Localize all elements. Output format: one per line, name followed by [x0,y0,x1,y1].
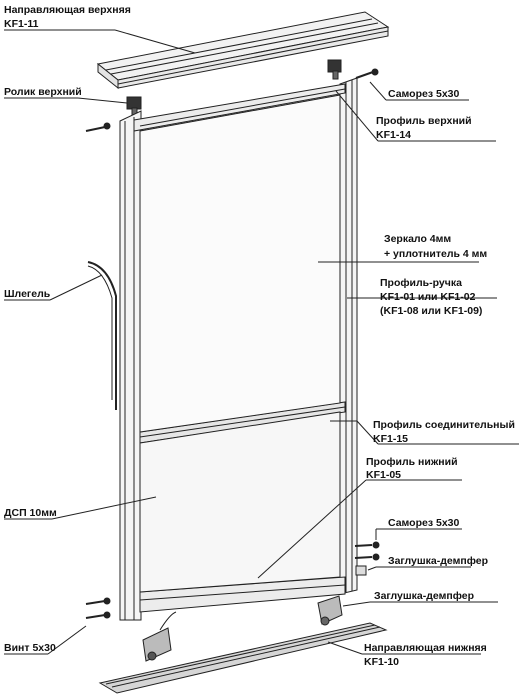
label-top-profile-code: KF1-14 [376,129,411,141]
bolt-bottom-left-1-icon [85,597,111,605]
label-mirror-line2: + уплотнитель 4 мм [384,248,487,260]
label-handle-codes1: KF1-01 или KF1-02 [380,291,476,303]
brush-seal-strip-edge [87,265,113,400]
label-damper-plug-2: Заглушка-демпфер [374,590,474,602]
label-handle-title: Профиль-ручка [380,277,462,289]
screw-bottom-right-1-icon [354,541,380,549]
damper-plug-right-icon [355,565,367,576]
bottom-rail [98,622,388,694]
labels: Направляющая верхняя KF1-11 Ролик верхни… [4,4,515,668]
label-connector-title: Профиль соединительный [373,419,515,431]
screw-top-right-icon [355,68,379,79]
leader-lines [4,29,519,655]
label-top-rail-title: Направляющая верхняя [4,4,131,16]
label-brush-seal: Шлегель [4,288,51,300]
brush-seal-strip [87,261,117,410]
label-damper-plug-1: Заглушка-демпфер [388,555,488,567]
label-chipboard: ДСП 10мм [4,507,57,519]
label-bottom-profile-title: Профиль нижний [366,456,458,468]
label-top-roller: Ролик верхний [4,86,82,98]
label-connector-code: KF1-15 [373,433,408,445]
label-bolt: Винт 5x30 [4,642,56,654]
label-handle-codes2: (KF1-08 или KF1-09) [380,305,482,317]
bolt-bottom-left-2-icon [85,611,111,619]
damper-plug-bottom-icon [317,595,343,626]
label-screw-bottom: Саморез 5x30 [388,517,460,529]
label-top-rail-code: KF1-11 [4,18,39,30]
door-frame [119,77,358,621]
label-mirror-line1: Зеркало 4мм [384,233,451,245]
label-screw-top: Саморез 5x30 [388,88,460,100]
bottom-roller [142,611,177,662]
screw-top-left-icon [85,122,111,132]
label-bottom-rail-title: Направляющая нижняя [364,642,487,654]
label-bottom-profile-code: KF1-05 [366,469,401,481]
label-top-profile-title: Профиль верхний [376,115,472,127]
top-rail [96,11,390,90]
label-bottom-rail-code: KF1-10 [364,656,399,668]
top-roller-right [327,59,342,80]
screw-bottom-right-2-icon [354,553,380,561]
